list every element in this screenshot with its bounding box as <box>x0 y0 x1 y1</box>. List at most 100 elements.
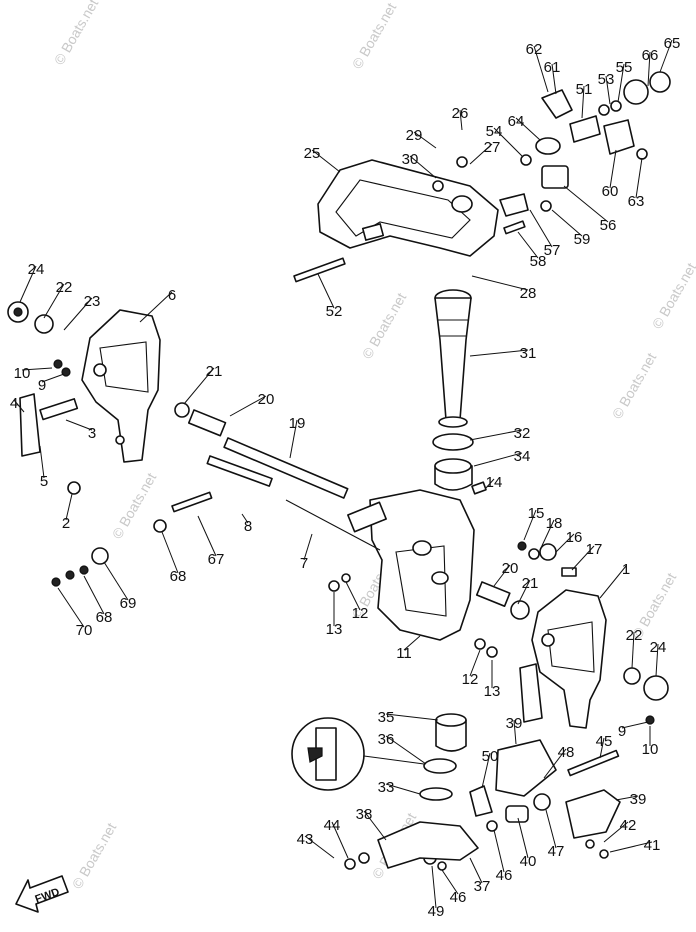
part-callout-label: 13 <box>326 621 343 638</box>
part-callout-label: 61 <box>544 59 561 76</box>
lower-mount-group <box>377 713 621 869</box>
part-callout-label: 31 <box>520 345 537 362</box>
leader-line <box>41 373 65 383</box>
leader-line <box>43 283 65 319</box>
leader-line <box>615 795 639 801</box>
part-callout-label: 54 <box>486 123 503 140</box>
leader-line <box>385 713 439 721</box>
leader-line <box>551 63 557 95</box>
leader-line <box>605 75 611 105</box>
leader-line <box>403 635 421 651</box>
part-callout-label: 9 <box>38 377 46 394</box>
leader-line <box>345 581 361 611</box>
part-callout-label: 24 <box>28 261 45 278</box>
leader-line <box>543 748 567 779</box>
swivel-bracket-11 <box>347 489 475 641</box>
part-callout-label: 32 <box>514 425 531 442</box>
part-callout-label: 24 <box>650 639 667 656</box>
part-callout-label: 59 <box>574 231 591 248</box>
part-callout-label: 35 <box>378 709 395 726</box>
leader-line <box>385 735 427 765</box>
leader-line <box>63 297 93 331</box>
part-callout-label: 52 <box>326 303 343 320</box>
leader-line <box>609 841 653 853</box>
part-callout-label: 48 <box>558 744 575 761</box>
leader-line <box>517 231 539 259</box>
leader-line <box>459 109 463 131</box>
watermark-text: © Boats.net <box>109 470 160 542</box>
part-callout-label: 37 <box>474 878 491 895</box>
callout-labels: 6261535566655164606329265427302556595758… <box>10 35 681 920</box>
leader-line <box>551 209 583 237</box>
leader-line <box>363 810 387 841</box>
part-callout-label: 1 <box>622 561 630 578</box>
leader-line <box>539 519 555 551</box>
leader-line <box>581 85 585 119</box>
leader-line <box>481 752 491 789</box>
part-callout-label: 14 <box>486 474 503 491</box>
leader-line <box>413 131 437 149</box>
leader-line <box>603 821 629 843</box>
leader-line <box>103 561 129 601</box>
leader-line <box>229 395 267 417</box>
part-callout-label: 22 <box>56 279 73 296</box>
fwd-arrow: FWD <box>15 875 69 913</box>
part-callout-label: 40 <box>520 853 537 870</box>
leader-line <box>65 493 73 521</box>
watermark-text: © Boats.net <box>609 350 660 422</box>
leader-line <box>493 127 523 157</box>
leader-line <box>13 399 25 413</box>
part-callout-label: 64 <box>508 113 525 130</box>
leader-line <box>659 39 673 73</box>
leader-line <box>471 275 529 291</box>
leader-line <box>139 291 173 323</box>
watermark-text: © Boats.net <box>69 820 120 892</box>
part-callout-label: 46 <box>450 889 467 906</box>
leader-line <box>631 631 635 669</box>
part-callout-label: 33 <box>378 779 395 796</box>
part-callout-label: 68 <box>170 568 187 585</box>
leader-line <box>469 349 529 357</box>
part-callout-label: 17 <box>586 541 603 558</box>
part-callout-label: 16 <box>566 529 583 546</box>
part-callout-label: 20 <box>258 391 275 408</box>
part-callout-label: 15 <box>528 505 545 522</box>
leader-line <box>469 143 493 165</box>
leader-line <box>289 419 298 459</box>
leader-line <box>515 117 541 141</box>
part-callout-label: 19 <box>289 415 306 432</box>
leader-lines <box>13 39 673 909</box>
part-callout-label: 43 <box>297 831 314 848</box>
detail-inset <box>291 717 425 791</box>
part-callout-label: 60 <box>602 183 619 200</box>
part-callout-label: 29 <box>406 127 423 144</box>
leader-line <box>83 575 105 615</box>
part-callout-label: 51 <box>576 81 593 98</box>
leader-line <box>563 185 609 223</box>
part-callout-label: 56 <box>600 217 617 234</box>
part-callout-label: 12 <box>462 671 479 688</box>
steering-shaft-31 <box>432 289 487 495</box>
part-callout-label: 47 <box>548 843 565 860</box>
watermark-text: © Boats.net <box>349 0 400 72</box>
part-callout-label: 34 <box>514 448 531 465</box>
leader-line <box>331 821 349 859</box>
leader-line <box>599 565 627 599</box>
part-callout-label: 10 <box>14 365 31 382</box>
part-callout-label: 25 <box>304 145 321 162</box>
leader-line <box>621 721 649 729</box>
leader-line <box>21 367 53 371</box>
part-callout-label: 65 <box>664 35 681 52</box>
leader-line <box>19 265 37 303</box>
part-callout-label: 27 <box>484 139 501 156</box>
part-callout-label: 70 <box>76 622 93 639</box>
part-callout-label: 9 <box>618 723 626 740</box>
leader-line <box>545 809 557 849</box>
leader-line <box>183 367 215 405</box>
part-callout-label: 53 <box>598 71 615 88</box>
leader-line <box>161 531 179 574</box>
part-callout-label: 18 <box>546 515 563 532</box>
leader-line <box>513 719 517 745</box>
part-callout-label: 21 <box>522 575 539 592</box>
